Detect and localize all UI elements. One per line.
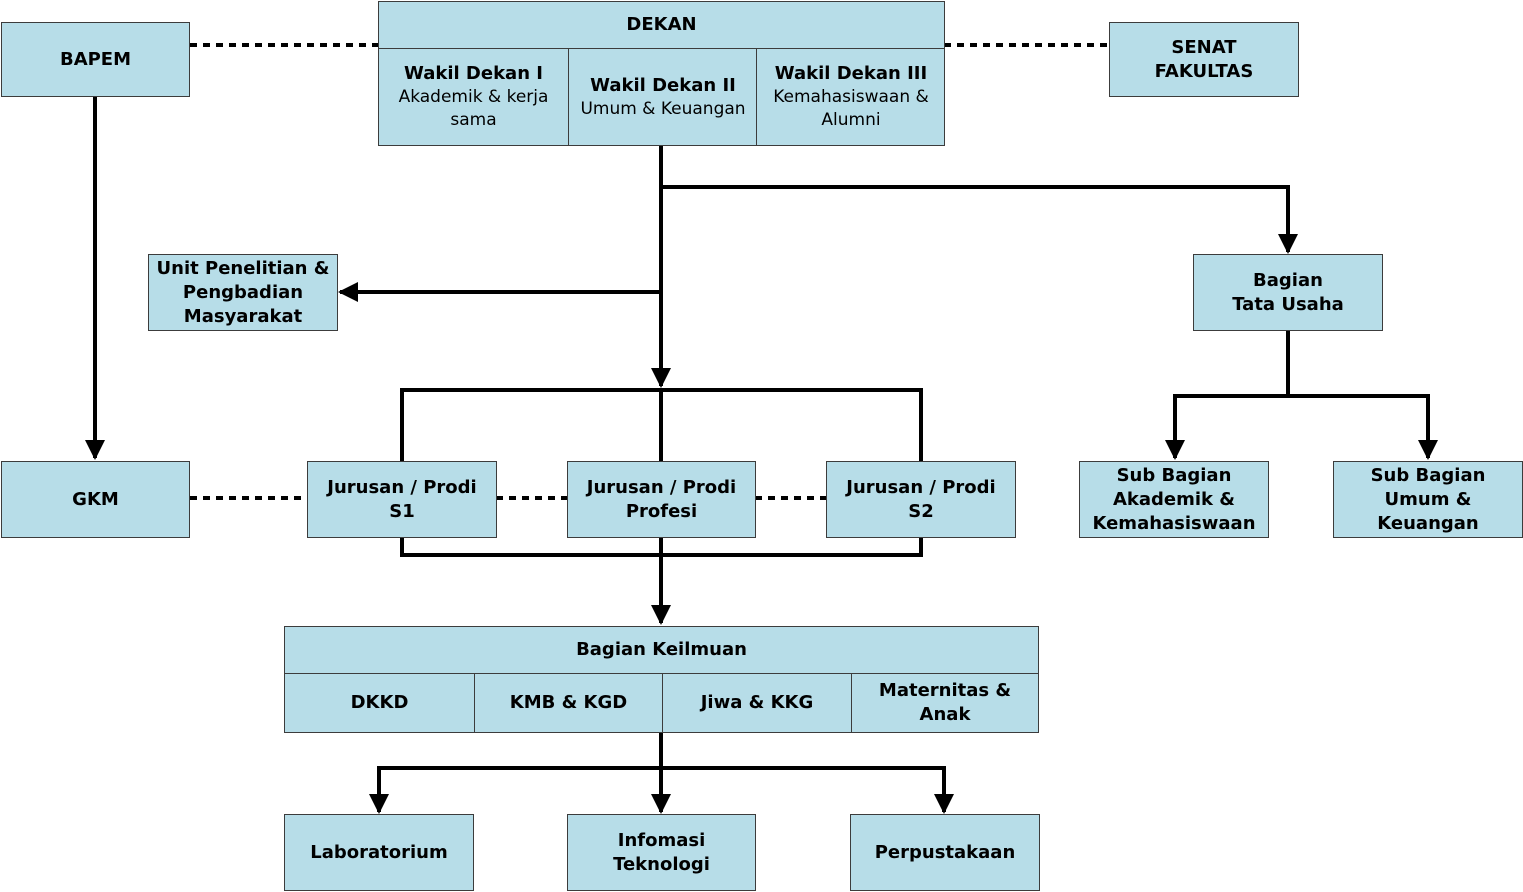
line-to-tata-usaha xyxy=(661,185,1298,254)
laboratorium-box: Laboratorium xyxy=(284,814,474,891)
prodi-s2-label: Jurusan / Prodi S2 xyxy=(846,476,996,522)
keilmuan-unit-kmb: KMB & KGD xyxy=(474,674,662,732)
wakil-dekan-2: Wakil Dekan II Umum & Keuangan xyxy=(568,49,757,145)
prodi-profesi-box: Jurusan / Prodi Profesi xyxy=(567,461,756,538)
line-to-sub-bagian xyxy=(1173,394,1430,458)
dekan-title: DEKAN xyxy=(379,2,944,49)
senat-label: SENAT FAKULTAS xyxy=(1154,36,1254,82)
unit-penelitian-box: Unit Penelitian & Pengbadian Masyarakat xyxy=(148,254,338,331)
keilmuan-unit-label: DKKD xyxy=(350,692,409,713)
gkm-label: GKM xyxy=(72,488,119,510)
informasi-teknologi-label: Infomasi Teknologi xyxy=(613,829,710,875)
prodi-s2-box: Jurusan / Prodi S2 xyxy=(826,461,1016,538)
dekan-box: DEKAN Wakil Dekan I Akademik & kerja sam… xyxy=(378,1,945,146)
wakil-dekan-1-desc: Akademik & kerja sama xyxy=(398,87,549,130)
wakil-dekan-2-desc: Umum & Keuangan xyxy=(580,98,746,119)
keilmuan-unit-label: Jiwa & KKG xyxy=(700,692,814,713)
unit-penelitian-label: Unit Penelitian & Pengbadian Masyarakat xyxy=(156,257,330,327)
gkm-box: GKM xyxy=(1,461,190,538)
keilmuan-unit-label: KMB & KGD xyxy=(509,692,628,713)
sub-bagian-akademik-label: Sub Bagian Akademik & Kemahasiswaan xyxy=(1092,464,1256,534)
wakil-dekan-1-title: Wakil Dekan I xyxy=(404,63,543,84)
keilmuan-unit-dkkd: DKKD xyxy=(285,674,474,732)
wakil-dekan-2-title: Wakil Dekan II xyxy=(590,74,736,96)
bapem-box: BAPEM xyxy=(1,22,190,97)
tata-usaha-box: Bagian Tata Usaha xyxy=(1193,254,1383,331)
keilmuan-title: Bagian Keilmuan xyxy=(285,627,1038,674)
prodi-s1-label: Jurusan / Prodi S1 xyxy=(327,476,477,522)
wakil-dekan-3: Wakil Dekan III Kemahasiswaan & Alumni xyxy=(756,49,945,145)
perpustakaan-label: Perpustakaan xyxy=(874,841,1016,863)
keilmuan-box: Bagian Keilmuan DKKD KMB & KGD Jiwa & KK… xyxy=(284,626,1039,733)
wakil-dekan-3-title: Wakil Dekan III xyxy=(774,63,928,84)
bapem-label: BAPEM xyxy=(59,48,132,70)
keilmuan-unit-maternitas: Maternitas & Anak xyxy=(851,674,1038,732)
laboratorium-label: Laboratorium xyxy=(310,841,448,863)
prodi-profesi-label: Jurusan / Prodi Profesi xyxy=(586,476,737,522)
sub-bagian-umum-box: Sub Bagian Umum & Keuangan xyxy=(1333,461,1523,538)
senat-box: SENAT FAKULTAS xyxy=(1109,22,1299,97)
sub-bagian-akademik-box: Sub Bagian Akademik & Kemahasiswaan xyxy=(1079,461,1269,538)
wakil-dekan-3-desc: Kemahasiswaan & Alumni xyxy=(773,87,929,130)
prodi-s1-box: Jurusan / Prodi S1 xyxy=(307,461,497,538)
sub-bagian-umum-label: Sub Bagian Umum & Keuangan xyxy=(1370,464,1486,534)
perpustakaan-box: Perpustakaan xyxy=(850,814,1040,891)
informasi-teknologi-box: Infomasi Teknologi xyxy=(567,814,756,891)
tata-usaha-label: Bagian Tata Usaha xyxy=(1232,269,1344,315)
keilmuan-unit-label: Maternitas & Anak xyxy=(878,680,1012,725)
wakil-dekan-1: Wakil Dekan I Akademik & kerja sama xyxy=(379,49,568,145)
keilmuan-unit-jiwa: Jiwa & KKG xyxy=(662,674,851,732)
